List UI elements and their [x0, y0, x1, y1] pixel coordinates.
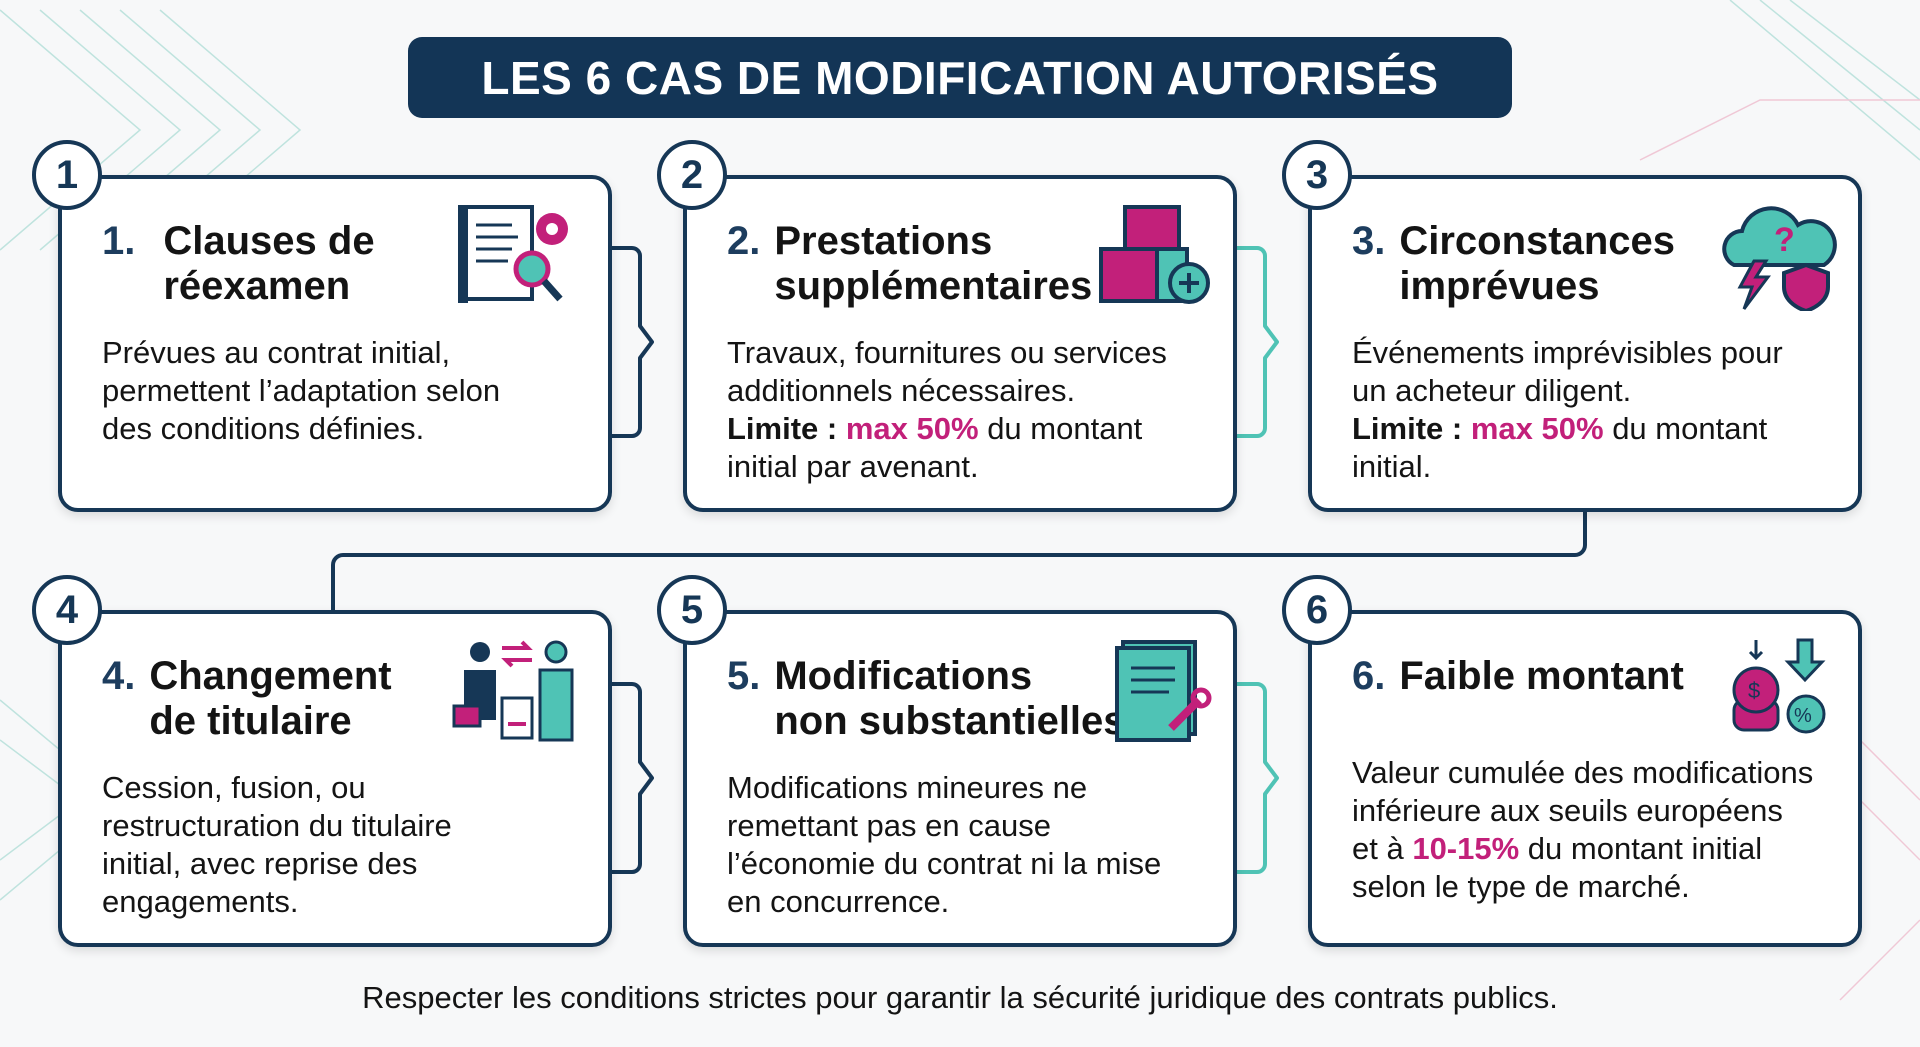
document-gear-magnifier-icon	[458, 205, 568, 303]
footer-note: Respecter les conditions strictes pour g…	[362, 980, 1558, 1015]
step-badge-4: 4	[32, 575, 102, 645]
svg-text:$: $	[1748, 678, 1760, 703]
handover-people-icon	[452, 640, 574, 742]
step-badge-1: 1	[32, 140, 102, 210]
svg-text:%: %	[1794, 705, 1812, 727]
card-title: Faible montant	[1399, 654, 1684, 698]
cloud-lightning-shield-icon: ?	[1722, 206, 1837, 311]
card-description: Prévues au contrat initial,permettent l’…	[102, 335, 501, 446]
document-wrench-icon	[1115, 640, 1212, 742]
step-badge-6: 6	[1282, 575, 1352, 645]
svg-text:?: ?	[1774, 221, 1795, 259]
card-number: 1.	[102, 219, 136, 263]
card-number: 2.	[727, 219, 761, 263]
step-badge-2: 2	[657, 140, 727, 210]
boxes-plus-icon	[1099, 205, 1210, 304]
card-number: 3.	[1352, 219, 1386, 263]
card-number: 4.	[102, 654, 136, 698]
coins-percent-down-icon: $%	[1732, 638, 1826, 734]
card-number: 6.	[1352, 654, 1386, 698]
step-badge-5: 5	[657, 575, 727, 645]
card-number: 5.	[727, 654, 761, 698]
card-faible-montant: 6. Faible montant $% Valeur cumulée des m…	[1308, 610, 1862, 947]
step-badge-3: 3	[1282, 140, 1352, 210]
page-title: LES 6 CAS DE MODIFICATION AUTORISÉS	[408, 37, 1512, 118]
